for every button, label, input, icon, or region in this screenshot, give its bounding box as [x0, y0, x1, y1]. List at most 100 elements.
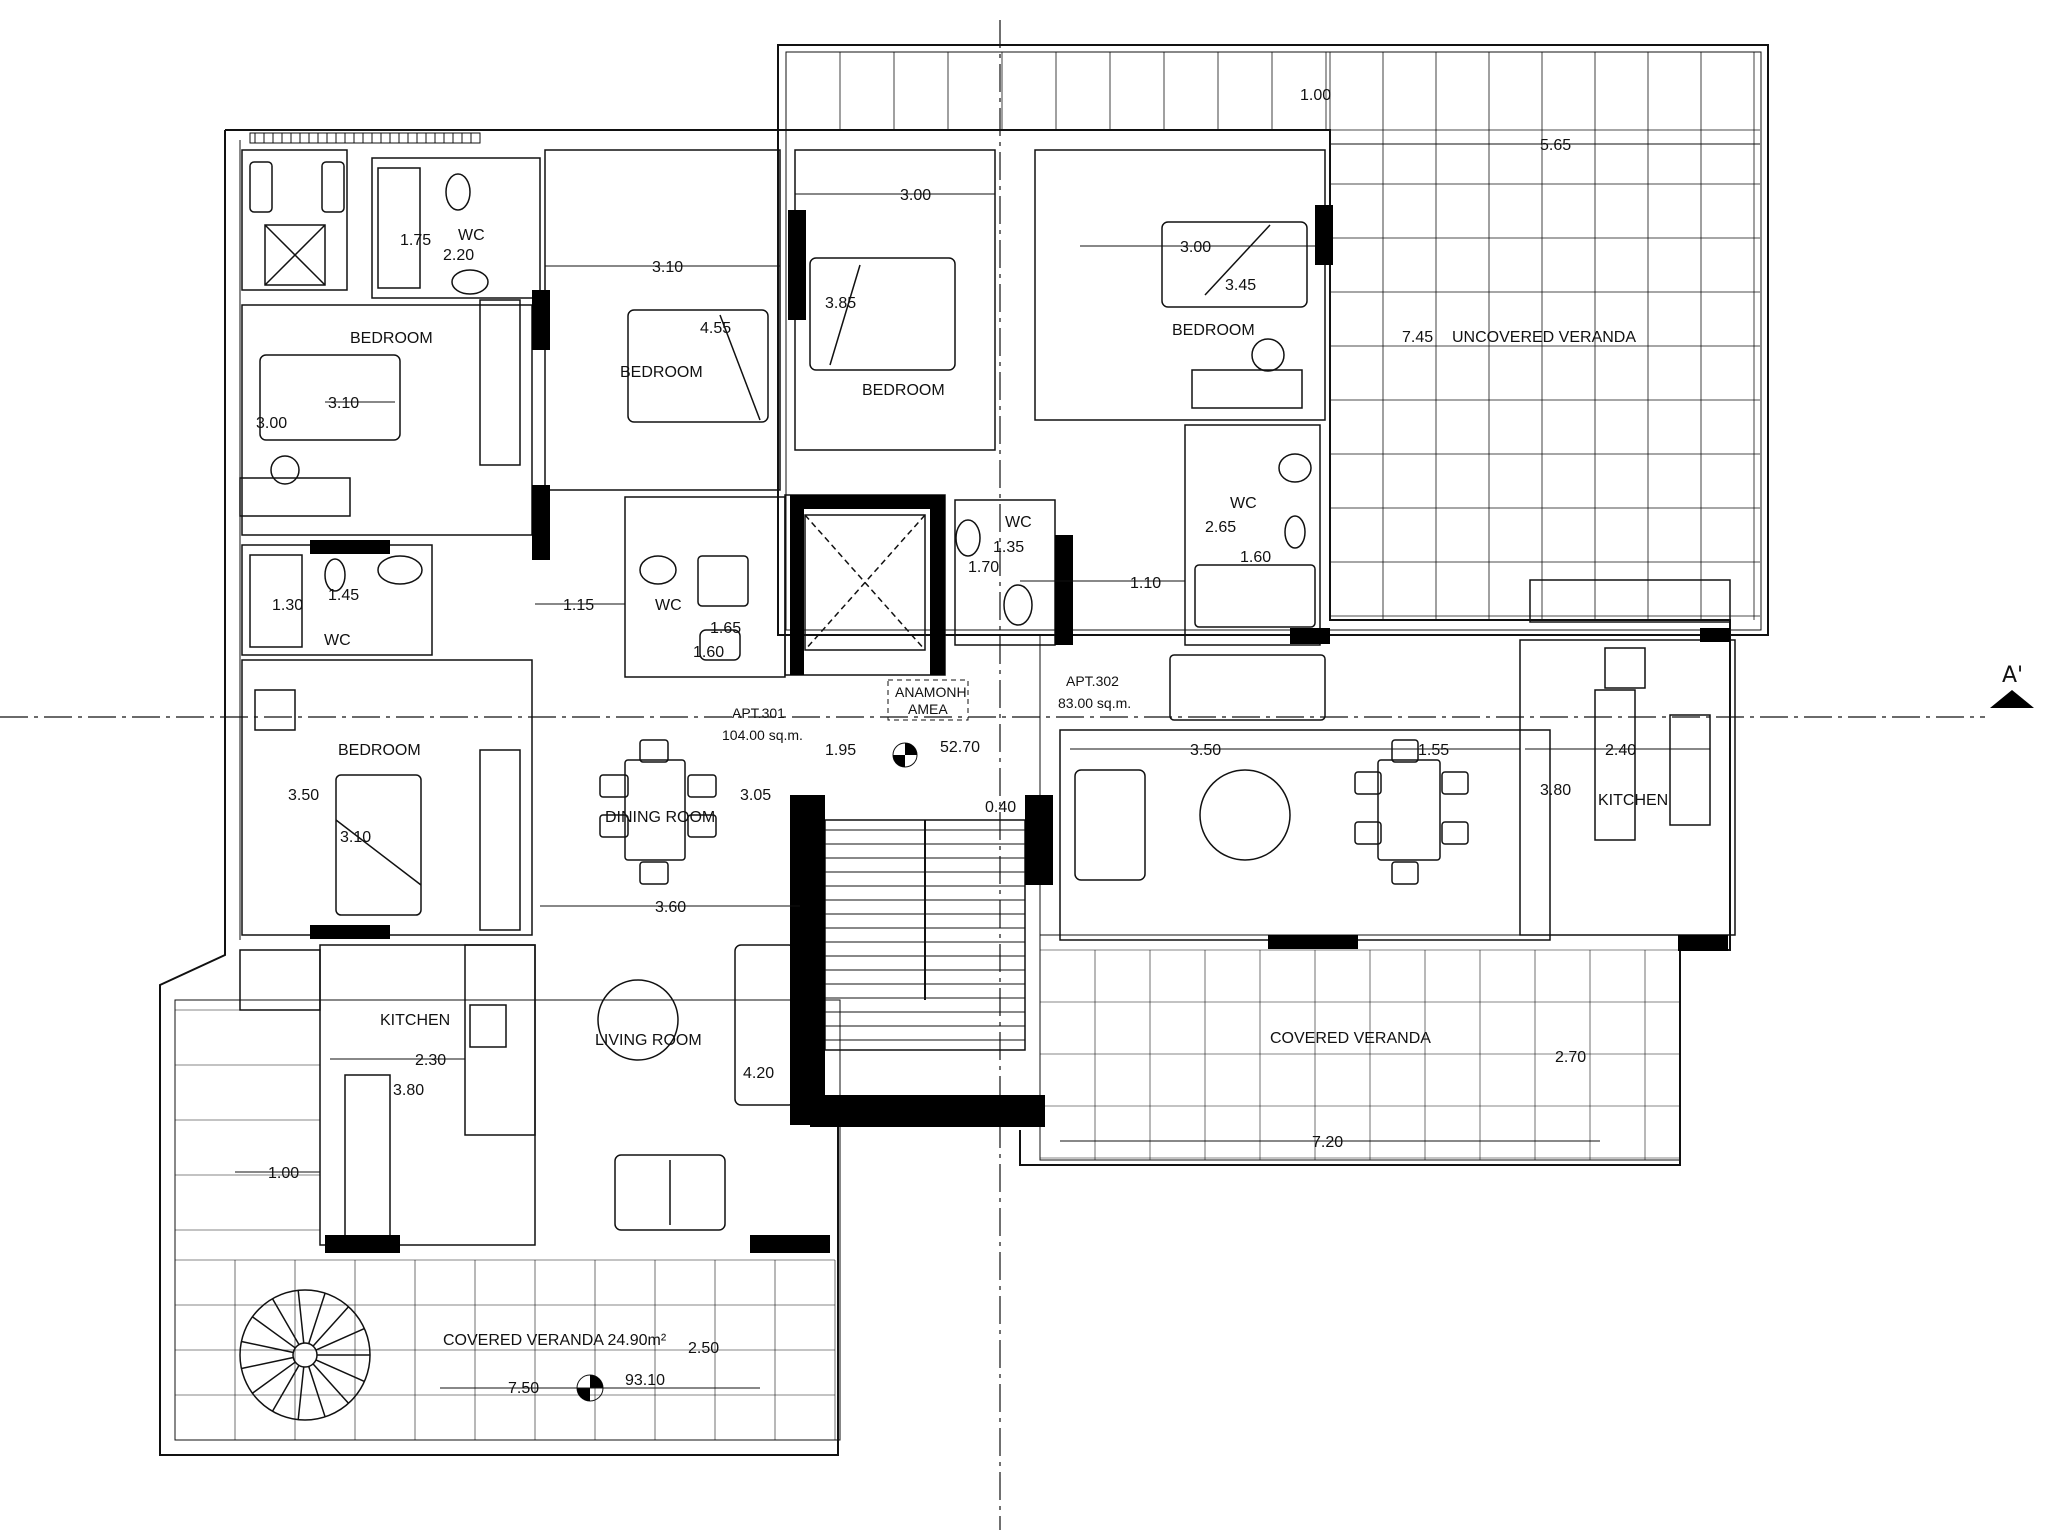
dim-7-45: 7.45	[1402, 329, 1433, 346]
dining-table-right	[1377, 759, 1441, 861]
uncovered-veranda-outline	[777, 44, 1769, 636]
label-kitchen-left: KITCHEN	[380, 1012, 450, 1029]
dim-1-00-left: 1.00	[268, 1165, 299, 1182]
spiral-step	[271, 1365, 300, 1412]
label-apt302: APT.302	[1066, 673, 1119, 689]
dining-chair	[1354, 771, 1382, 795]
label-bedroom-center: BEDROOM	[862, 382, 945, 399]
spiral-step	[241, 1340, 294, 1354]
kitchen-right-counter	[1669, 714, 1711, 826]
label-level-core: 52.70	[940, 739, 980, 756]
wc-right-room	[1184, 424, 1321, 646]
dim-3-50-right: 3.50	[1190, 742, 1221, 759]
bathtub-right	[1194, 564, 1316, 628]
dining-chair	[639, 739, 669, 763]
kitchen-right-island	[1594, 689, 1636, 841]
coffee-table-left	[597, 979, 679, 1061]
bathtub-top	[377, 167, 421, 289]
label-bedroom-top-left: BEDROOM	[350, 330, 433, 347]
dining-chair	[599, 774, 629, 798]
dim-3-00-right: 3.00	[1180, 239, 1211, 256]
label-amea: ΑΜΕΑ	[908, 701, 948, 717]
dim-2-30: 2.30	[415, 1052, 446, 1069]
dim-3-45: 3.45	[1225, 277, 1256, 294]
uncovered-veranda-tiles	[785, 52, 1760, 620]
spiral-step	[312, 1363, 350, 1404]
dining-chair	[1441, 771, 1469, 795]
closet-1	[479, 299, 521, 466]
columns	[310, 205, 1730, 1253]
spiral-step	[271, 1298, 300, 1345]
dim-1-65: 1.65	[710, 620, 741, 637]
spiral-step	[251, 1361, 296, 1394]
dining-chair	[1391, 739, 1419, 763]
dim-3-00-left: 3.00	[256, 415, 287, 432]
bed-low-left	[335, 774, 422, 916]
label-wc-top: WC	[458, 227, 485, 244]
dim-7-20: 7.20	[1312, 1134, 1343, 1151]
label-bedroom-mid: BEDROOM	[620, 364, 703, 381]
dim-0-40: 0.40	[985, 799, 1016, 816]
section-marker-label: A'	[2002, 663, 2023, 688]
dimension-labels: 1.00 5.65 7.45 3.00 3.00 3.45 3.10 1.75 …	[256, 87, 1636, 1397]
dining-chair	[1391, 861, 1419, 885]
bed-mid	[627, 309, 769, 423]
lift-car	[804, 514, 926, 651]
dim-3-80-right: 3.80	[1540, 782, 1571, 799]
dining-chair	[687, 814, 717, 838]
dining-chair	[599, 814, 629, 838]
label-living-room: LIVING ROOM	[595, 1032, 702, 1049]
apartment-labels: APT.301 104.00 sq.m. APT.302 83.00 sq.m.…	[576, 673, 1131, 1402]
dim-1-45: 1.45	[328, 587, 359, 604]
spiral-step	[297, 1290, 305, 1344]
dim-3-60: 3.60	[655, 899, 686, 916]
desk-right	[1191, 369, 1303, 409]
spiral-step	[307, 1366, 326, 1418]
label-bedroom-right: BEDROOM	[1172, 322, 1255, 339]
dim-1-10: 1.10	[1130, 575, 1161, 592]
uncovered-veranda-inner	[785, 51, 1762, 631]
dim-1-60-right: 1.60	[1240, 549, 1271, 566]
label-level-veranda: 93.10	[625, 1372, 665, 1389]
dim-3-50-left: 3.50	[288, 787, 319, 804]
sofa-right	[1074, 769, 1146, 881]
label-apt302-area: 83.00 sq.m.	[1058, 695, 1131, 711]
label-kitchen-right: KITCHEN	[1598, 792, 1668, 809]
dim-2-50: 2.50	[688, 1340, 719, 1357]
dim-1-00-top: 1.00	[1300, 87, 1331, 104]
dim-1-75: 1.75	[400, 232, 431, 249]
fixture-sink	[249, 161, 273, 213]
desk-left	[239, 477, 351, 517]
room-labels: BEDROOM BEDROOM BEDROOM BEDROOM BEDROOM …	[324, 227, 1668, 1349]
spiral-step	[315, 1327, 365, 1351]
label-bedroom-low-left: BEDROOM	[338, 742, 421, 759]
bedroom-right-room	[1034, 149, 1326, 421]
shower-tray	[264, 224, 326, 286]
covered-veranda-left-area	[174, 999, 841, 1441]
label-covered-veranda-right: COVERED VERANDA	[1270, 1030, 1431, 1047]
sofa-right-top	[1169, 654, 1326, 721]
section-marker: A'	[1990, 663, 2034, 708]
spiral-step	[307, 1292, 326, 1344]
bed-center	[809, 257, 956, 371]
label-wc-right: WC	[1230, 495, 1257, 512]
dim-5-65: 5.65	[1540, 137, 1571, 154]
fixture-sink-2	[321, 161, 345, 213]
sofa-left	[614, 1154, 726, 1231]
spiral-step	[312, 1306, 350, 1347]
uncovered-veranda	[777, 44, 1769, 636]
dim-3-85: 3.85	[825, 295, 856, 312]
label-apt301-area: 104.00 sq.m.	[722, 727, 803, 743]
dim-2-65: 2.65	[1205, 519, 1236, 536]
desk-low-left	[254, 689, 296, 731]
bed-top-left	[259, 354, 401, 441]
spiral-step	[251, 1316, 296, 1349]
dining-chair	[687, 774, 717, 798]
toilet-top	[445, 173, 471, 211]
dim-1-95: 1.95	[825, 742, 856, 759]
dining-chair	[639, 861, 669, 885]
label-anamonh: ΑΝΑΜΟΝΗ	[895, 684, 967, 700]
coffee-table-right	[1199, 769, 1291, 861]
label-dining-room: DINING ROOM	[605, 809, 715, 826]
